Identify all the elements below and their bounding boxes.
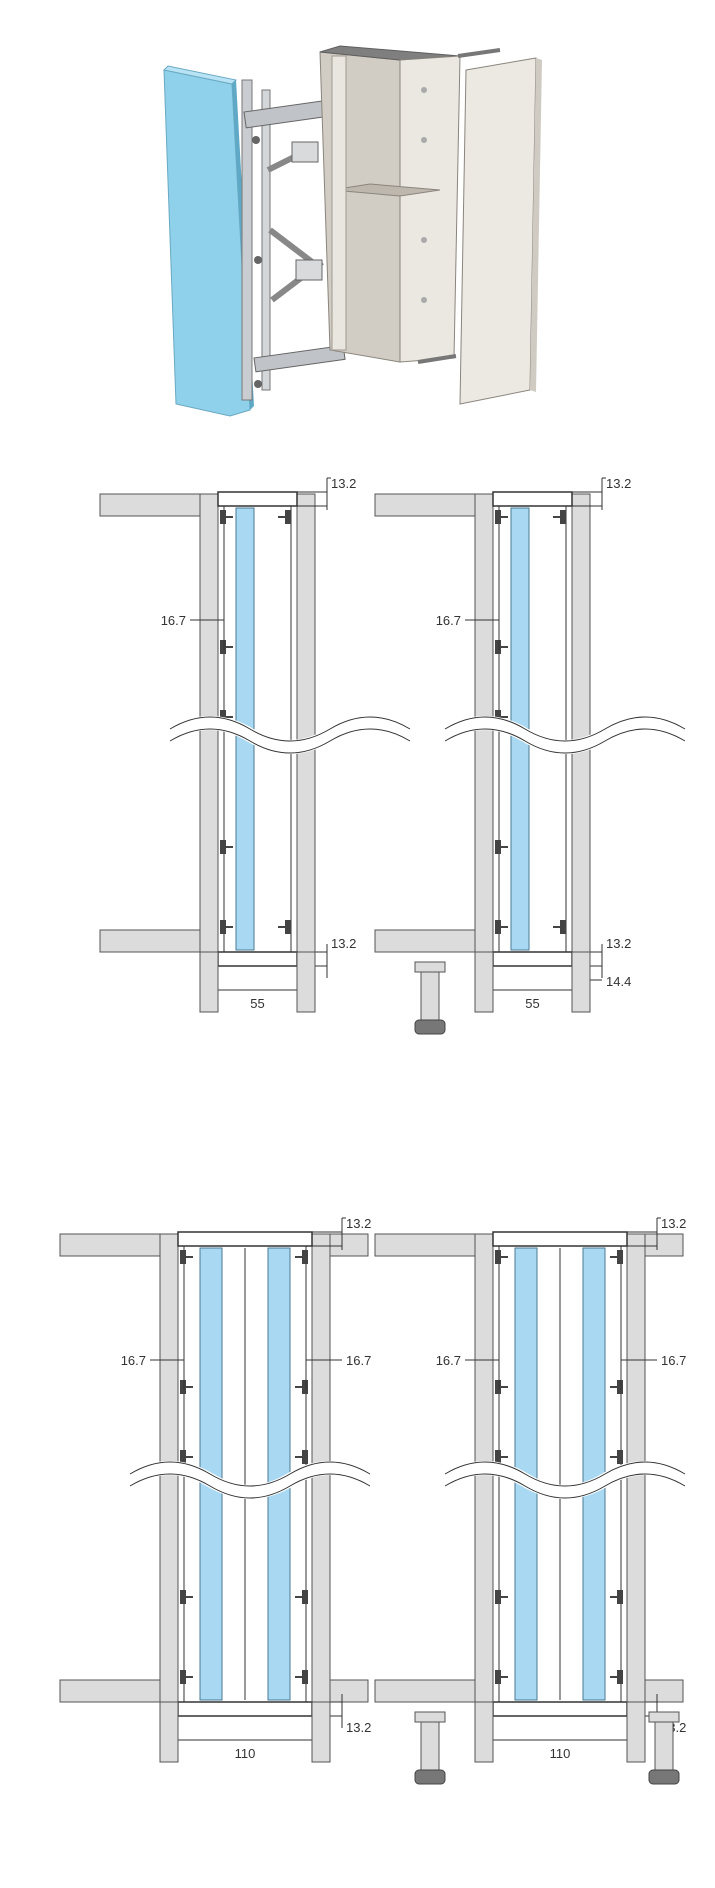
leg-cap	[414, 1711, 446, 1723]
bottom-shelf	[59, 1679, 161, 1703]
bottom-dimension: 13.2	[331, 936, 356, 951]
leg-foot	[414, 1769, 446, 1785]
extra-dimension: 14.4	[606, 974, 631, 989]
width-dimension: 55	[250, 996, 264, 1011]
top-shelf	[99, 493, 201, 517]
side-dimension-left: 16.7	[161, 613, 186, 628]
top-dimension: 13.2	[606, 476, 631, 491]
section-single-a: 13.2 16.7 13.2 55	[99, 476, 414, 1013]
right-wall	[571, 493, 591, 965]
side-dimension-right: 16.7	[346, 1353, 371, 1368]
top-dimension: 13.2	[661, 1216, 686, 1231]
cabinet-carcass	[319, 45, 461, 363]
width-dimension: 55	[525, 996, 539, 1011]
leg-foot	[414, 1019, 446, 1035]
side-dimension-left: 16.7	[121, 1353, 146, 1368]
bottom-dimension: 13.2	[606, 936, 631, 951]
top-shelf	[59, 1233, 161, 1257]
bottom-shelf	[374, 1679, 476, 1703]
top-shelf	[374, 493, 476, 517]
leg	[420, 971, 440, 1021]
bottom-shelf	[374, 929, 476, 953]
leg	[420, 1721, 440, 1771]
bottom-shelf	[99, 929, 201, 953]
section-single-b: 13.2 16.7 13.2 14.4 55	[374, 476, 689, 1035]
right-wall	[296, 493, 316, 965]
top-dimension: 13.2	[346, 1216, 371, 1231]
bottom-dimension: 13.2	[346, 1720, 371, 1735]
side-dimension-right: 16.7	[661, 1353, 686, 1368]
leg-cap	[414, 961, 446, 973]
exploded-cabinet-illustration	[162, 45, 542, 417]
lift-mechanism	[241, 79, 346, 401]
side-dimension-left: 16.7	[436, 1353, 461, 1368]
top-shelf	[374, 1233, 476, 1257]
width-dimension: 110	[550, 1746, 571, 1761]
top-dimension: 13.2	[331, 476, 356, 491]
side-dimension-left: 16.7	[436, 613, 461, 628]
width-dimension: 110	[235, 1746, 256, 1761]
section-double-a: 13.2 16.7 16.7 13.2 110	[59, 1216, 374, 1763]
cabinet-side-panel	[459, 57, 537, 405]
